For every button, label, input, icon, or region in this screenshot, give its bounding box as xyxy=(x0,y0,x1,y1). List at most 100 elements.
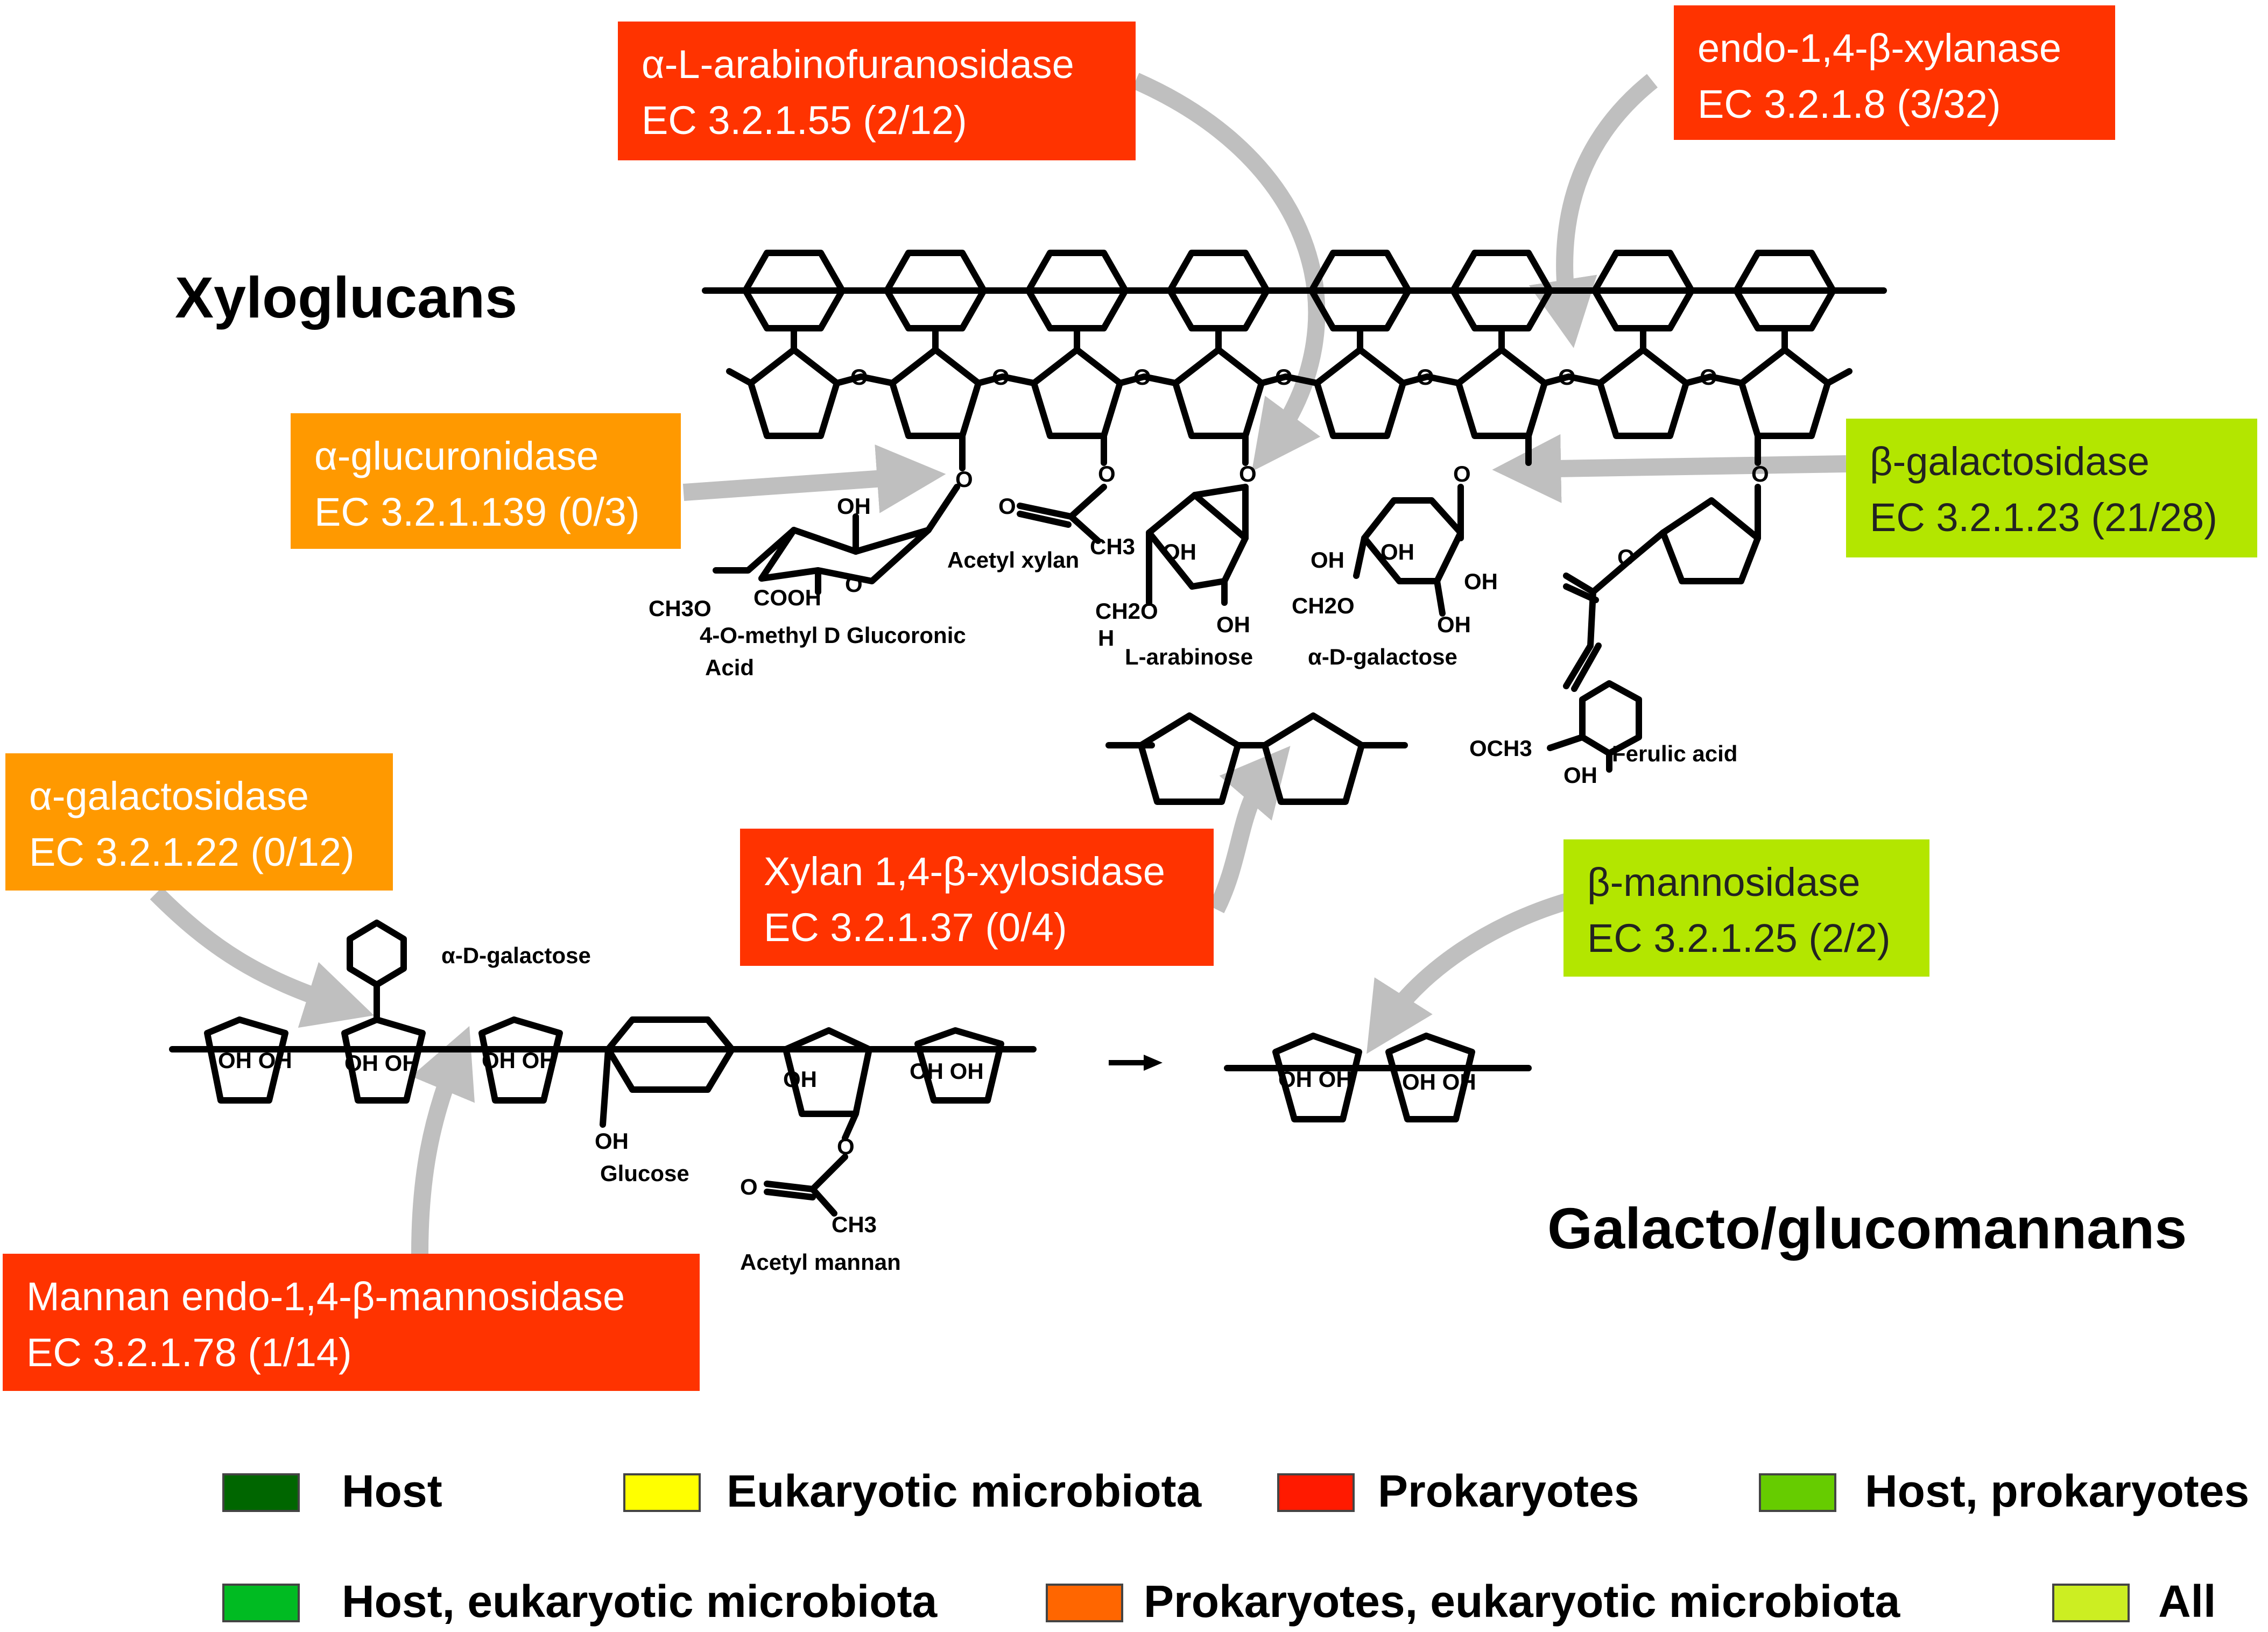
mannobiose xyxy=(1224,1033,1532,1122)
arrow-beta-galactosidase xyxy=(1492,434,1847,503)
label-glucuronic: 4-O-methyl D Glucoronic xyxy=(700,623,966,648)
arrow-arabinofuranosidase xyxy=(1132,73,1326,472)
label-oh: OH xyxy=(595,1128,629,1154)
label-ferulic: Ferulic acid xyxy=(1612,741,1737,766)
legend-swatch-host-eukaryotic xyxy=(222,1584,300,1622)
enzyme-box-xylosidase: Xylan 1,4-β-xylosidase EC 3.2.1.37 (0/4) xyxy=(740,829,1214,966)
enzyme-ec: EC 3.2.1.55 (2/12) xyxy=(642,98,967,143)
enzyme-ec: EC 3.2.1.37 (0/4) xyxy=(764,905,1067,950)
label-galactose-bottom: α-D-galactose xyxy=(441,943,591,968)
label-ohoh: OH OH xyxy=(1278,1066,1353,1092)
legend-swatch-prokaryotes xyxy=(1277,1473,1355,1512)
label-o: O xyxy=(1558,364,1576,390)
legend-swatch-all xyxy=(2052,1584,2130,1622)
arrow-xylanase xyxy=(1529,74,1658,348)
xylan-substituents xyxy=(713,484,1761,773)
enzyme-box-mannanase: Mannan endo-1,4-β-mannosidase EC 3.2.1.7… xyxy=(3,1254,700,1391)
label-galactose-top: α-D-galactose xyxy=(1308,644,1457,669)
label-o: O xyxy=(1133,364,1151,390)
enzyme-box-beta-galactosidase: β-galactosidase EC 3.2.1.23 (21/28) xyxy=(1846,419,2257,557)
label-o: O xyxy=(850,364,868,390)
enzyme-ec: EC 3.2.1.139 (0/3) xyxy=(314,490,640,534)
enzyme-arrows xyxy=(150,73,1847,1254)
reaction-arrow xyxy=(1109,1055,1163,1071)
xyloglucan-backbone xyxy=(702,250,1887,471)
label-o: O xyxy=(740,1174,758,1199)
label-o: O xyxy=(1417,364,1434,390)
legend-label-all: All xyxy=(2158,1576,2216,1627)
label-acetyl-mannan: Acetyl mannan xyxy=(740,1249,901,1275)
xylobiose xyxy=(1105,712,1408,805)
enzyme-ec: EC 3.2.1.8 (3/32) xyxy=(1698,82,2001,126)
legend-swatch-eukaryotic xyxy=(623,1473,701,1512)
label-o: O xyxy=(992,364,1010,390)
label-ohoh: OH OH xyxy=(1402,1069,1476,1094)
arrow-mannanase xyxy=(411,1026,475,1254)
legend-label-host-eukaryotic: Host, eukaryotic microbiota xyxy=(342,1576,938,1627)
label-arabinose: L-arabinose xyxy=(1125,644,1253,669)
label-ohoh: OH OH xyxy=(482,1048,556,1073)
legend-swatch-host-prokaryotes xyxy=(1759,1473,1836,1512)
enzyme-name: α-glucuronidase xyxy=(314,434,599,478)
legend-swatch-host xyxy=(222,1473,300,1512)
enzyme-box-beta-mannosidase: β-mannosidase EC 3.2.1.25 (2/2) xyxy=(1563,839,1929,977)
label-oh: OH xyxy=(1216,612,1250,637)
enzyme-box-glucuronidase: α-glucuronidase EC 3.2.1.139 (0/3) xyxy=(291,413,681,549)
enzyme-ec: EC 3.2.1.23 (21/28) xyxy=(1870,495,2217,540)
enzyme-box-arabinofuranosidase: α-L-arabinofuranosidase EC 3.2.1.55 (2/1… xyxy=(618,22,1136,160)
label-o: O xyxy=(1239,461,1257,486)
label-ch2o: CH2O xyxy=(1292,593,1355,618)
enzyme-name: α-L-arabinofuranosidase xyxy=(642,42,1074,87)
label-o: O xyxy=(1275,364,1293,390)
label-o: O xyxy=(955,467,973,492)
label-och3: OCH3 xyxy=(1469,736,1532,761)
label-o: O xyxy=(1098,461,1116,486)
arrow-alpha-galactosidase xyxy=(150,887,374,1028)
legend: Host Eukaryotic microbiota Prokaryotes H… xyxy=(222,1466,2249,1627)
label-o: O xyxy=(845,571,863,597)
legend-label-prokaryotes: Prokaryotes xyxy=(1378,1466,1639,1516)
legend-swatch-prokaryotes-eukaryotic xyxy=(1046,1584,1123,1622)
label-o: O xyxy=(998,493,1016,519)
label-glucose: Glucose xyxy=(600,1161,689,1186)
chem-labels: O O O O O O O O O O O O O OH O COOH CH3O… xyxy=(218,364,1769,1275)
label-o: O xyxy=(1751,461,1769,486)
arrow-xylosidase xyxy=(1208,746,1291,914)
enzyme-name: endo-1,4-β-xylanase xyxy=(1698,26,2062,70)
label-o: O xyxy=(1617,545,1635,570)
enzyme-name: β-mannosidase xyxy=(1587,860,1861,905)
enzyme-name: β-galactosidase xyxy=(1870,439,2150,484)
enzyme-name: Mannan endo-1,4-β-mannosidase xyxy=(26,1274,625,1319)
label-oh: OH xyxy=(837,493,871,519)
heading-galactoglucomannans: Galacto/glucomannans xyxy=(1547,1196,2187,1261)
label-ch3o: CH3O xyxy=(649,596,712,621)
enzyme-ec: EC 3.2.1.78 (1/14) xyxy=(26,1330,352,1375)
label-ch3: CH3 xyxy=(1090,534,1135,559)
label-oh: OH xyxy=(1464,569,1498,594)
label-ch3: CH3 xyxy=(832,1212,877,1237)
heading-xyloglucans: Xyloglucans xyxy=(175,265,517,330)
label-oh: OH xyxy=(783,1066,817,1092)
label-o: O xyxy=(837,1134,855,1159)
arrow-glucuronidase xyxy=(682,444,946,513)
enzyme-box-alpha-galactosidase: α-galactosidase EC 3.2.1.22 (0/12) xyxy=(5,753,393,891)
label-oh: OH xyxy=(1311,547,1344,573)
legend-label-host-prokaryotes: Host, prokaryotes xyxy=(1865,1466,2249,1516)
label-oh: OH xyxy=(1563,762,1597,788)
label-cooh: COOH xyxy=(753,585,821,610)
label-ohoh: OH OH xyxy=(344,1050,419,1076)
label-oh: OH xyxy=(1380,539,1414,564)
arrow-beta-mannosidase xyxy=(1367,890,1580,1054)
label-o: O xyxy=(1453,461,1471,486)
label-acid: Acid xyxy=(705,655,754,680)
legend-label-prokaryotes-eukaryotic: Prokaryotes, eukaryotic microbiota xyxy=(1144,1576,1900,1627)
label-acetyl-xylan: Acetyl xylan xyxy=(947,547,1079,573)
enzyme-ec: EC 3.2.1.25 (2/2) xyxy=(1587,916,1891,960)
label-ohoh: OH OH xyxy=(910,1058,984,1084)
label-oh: OH xyxy=(1163,539,1196,564)
enzyme-name: α-galactosidase xyxy=(29,774,309,818)
enzyme-name: Xylan 1,4-β-xylosidase xyxy=(764,849,1165,894)
mannan-backbone xyxy=(169,920,1037,1217)
legend-label-eukaryotic: Eukaryotic microbiota xyxy=(727,1466,1202,1516)
